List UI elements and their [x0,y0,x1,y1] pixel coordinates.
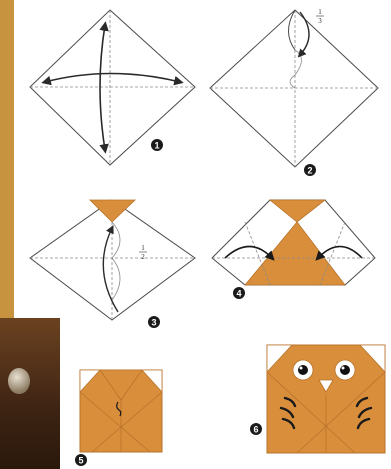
step-6-left-eye-pupil [298,365,308,375]
step-1-diagram: 1 [30,10,195,165]
step-2-fraction-denominator: 3 [318,17,322,25]
step-6-number: 6 [253,425,258,435]
step-3-diagram: 1 2 3 [30,200,195,328]
step-3-fraction-denominator: 2 [141,253,145,261]
step-2-number: 2 [307,166,312,176]
step-3-fraction-numerator: 1 [141,244,145,252]
step-4-number: 4 [236,289,241,299]
step-5-diagram: 5 [75,370,162,466]
step-1-number: 1 [154,141,159,151]
step-5-number: 5 [78,456,83,466]
step-4-diagram: 4 [212,200,375,299]
step-2-fraction-numerator: 1 [318,8,322,16]
step-2-paper [210,10,378,167]
step-6-right-eye-pupil [340,365,350,375]
step-3-number: 3 [151,318,156,328]
step-2-diagram: 1 3 2 [210,8,378,176]
step-6-left-eye-shine [300,367,303,370]
step-1-paper [30,10,195,165]
step-6-right-eye-shine [342,367,345,370]
step-6-diagram: 6 [250,345,385,453]
